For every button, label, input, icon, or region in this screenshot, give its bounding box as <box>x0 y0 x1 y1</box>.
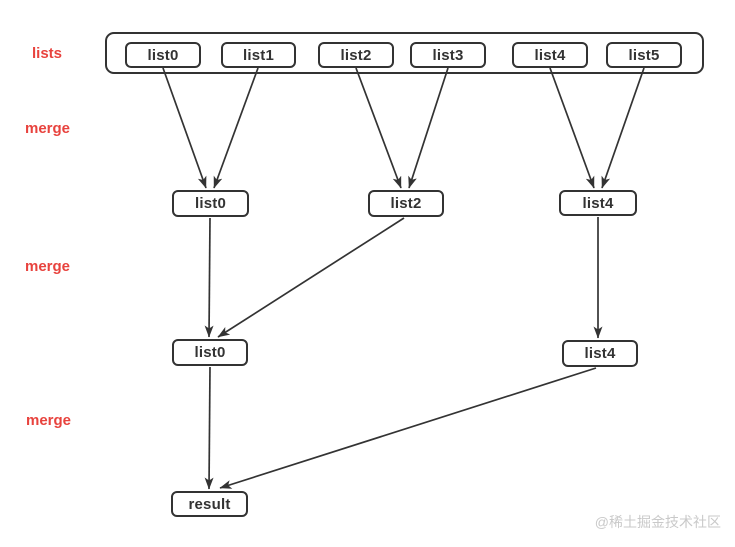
node-input-list3: list3 <box>410 42 486 68</box>
row-label-merge-1: merge <box>25 120 71 137</box>
edge-merge1-list2-to-merge2-list0 <box>217 217 405 338</box>
node-result: result <box>171 491 248 517</box>
lists-container <box>105 32 704 74</box>
node-merge1-list4: list4 <box>559 190 637 216</box>
node-input-list4: list4 <box>512 42 588 68</box>
edge-merge2-list4-to-result <box>219 367 597 489</box>
row-label-merge-2: merge <box>25 258 71 275</box>
node-merge2-list0: list0 <box>172 339 248 366</box>
node-input-list1: list1 <box>221 42 296 68</box>
edge-input-list4-to-merge1-list4 <box>549 67 595 189</box>
node-input-list2: list2 <box>318 42 394 68</box>
edge-input-list0-to-merge1-list0 <box>162 67 207 189</box>
edge-input-list1-to-merge1-list0 <box>213 67 259 189</box>
watermark: @稀土掘金技术社区 <box>594 514 721 530</box>
edge-input-list5-to-merge1-list4 <box>601 67 645 189</box>
edge-merge2-list0-to-result <box>204 366 214 490</box>
node-input-list0: list0 <box>125 42 201 68</box>
row-label-merge-3: merge <box>26 412 72 429</box>
edge-merge1-list0-to-merge2-list0 <box>204 217 214 338</box>
node-merge1-list2: list2 <box>368 190 444 217</box>
node-merge2-list4: list4 <box>562 340 638 367</box>
node-input-list5: list5 <box>606 42 682 68</box>
edge-input-list3-to-merge1-list2 <box>408 67 449 189</box>
edge-input-list2-to-merge1-list2 <box>355 67 402 189</box>
row-label-lists-0: lists <box>32 45 63 62</box>
node-merge1-list0: list0 <box>172 190 249 217</box>
